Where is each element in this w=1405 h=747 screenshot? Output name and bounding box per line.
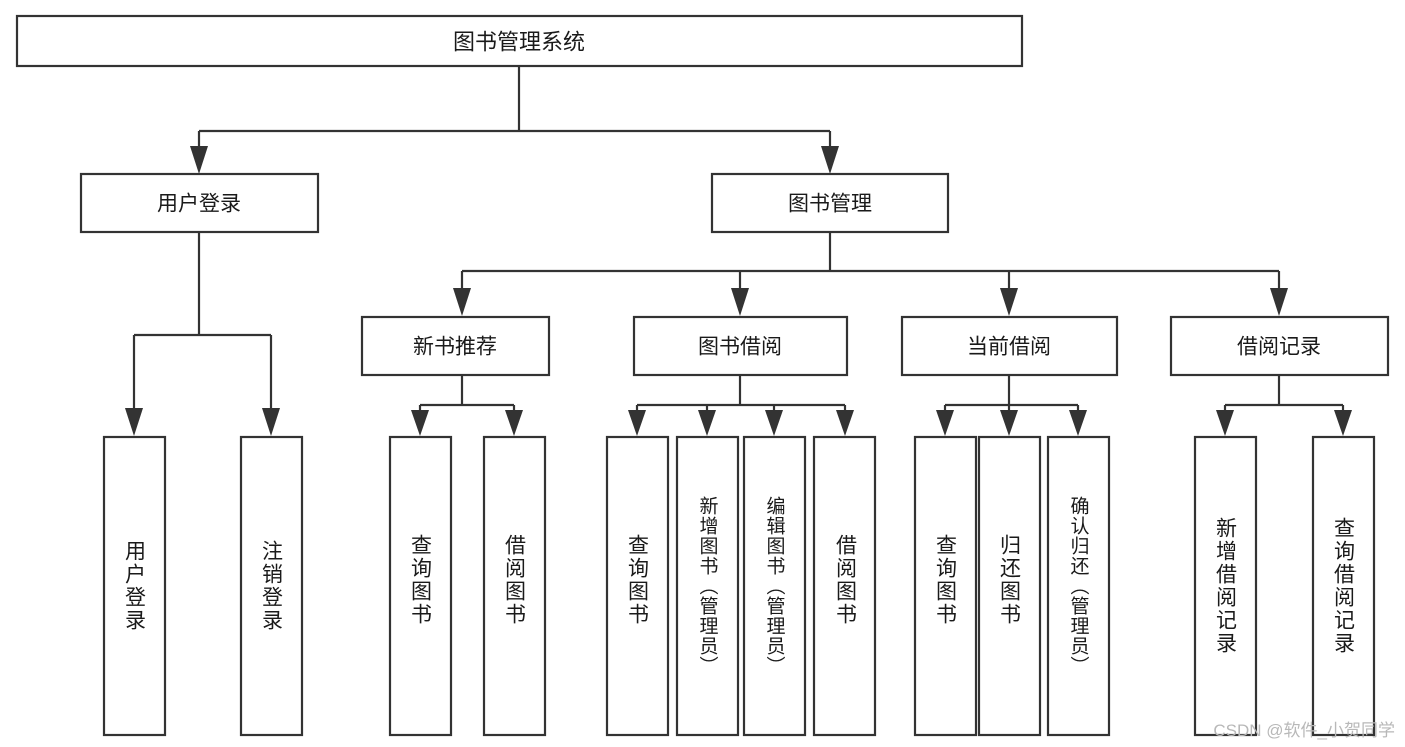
node-book-borrow-label: 图书借阅 — [698, 336, 782, 359]
node-book-borrow[interactable]: 图书借阅 — [632, 315, 849, 377]
node-book-borrow-box[interactable] — [632, 315, 849, 377]
arrow-head-leaf-add-borrow-record — [1216, 410, 1234, 436]
arrow-head-user-login — [190, 146, 208, 174]
node-leaf-borrow-book-2[interactable]: 借阅图书 — [812, 435, 877, 737]
arrow-head-leaf-query-book-2 — [628, 410, 646, 436]
node-leaf-return-book[interactable]: 归还图书 — [977, 435, 1042, 737]
arrow-head-leaf-logout-login — [262, 408, 280, 436]
node-leaf-add-book-admin-box[interactable] — [675, 435, 740, 737]
node-leaf-borrow-book-1-box[interactable] — [482, 435, 547, 737]
node-leaf-logout-login[interactable]: 注销登录 — [239, 435, 304, 737]
node-leaf-query-book-1-box[interactable] — [388, 435, 453, 737]
node-leaf-query-book-2[interactable]: 查询图书 — [605, 435, 670, 737]
node-leaf-user-login-box[interactable] — [102, 435, 167, 737]
arrow-head-leaf-borrow-book-1 — [505, 410, 523, 436]
node-user-login-box[interactable] — [79, 172, 320, 234]
node-leaf-query-book-3[interactable]: 查询图书 — [913, 435, 978, 737]
node-book-management-label: 图书管理 — [788, 193, 872, 216]
node-leaf-add-borrow-record-label: 新增借阅记录 — [1214, 517, 1238, 655]
node-book-management[interactable]: 图书管理 — [710, 172, 950, 234]
node-leaf-borrow-book-2-box[interactable] — [812, 435, 877, 737]
arrow-head-book-borrow — [731, 288, 749, 316]
node-leaf-add-borrow-record[interactable]: 新增借阅记录 — [1193, 435, 1258, 737]
node-leaf-edit-book-admin[interactable]: 编辑图书（管理员） — [742, 435, 807, 737]
arrow-head-leaf-return-book — [1000, 410, 1018, 436]
node-leaf-logout-login-label: 注销登录 — [260, 540, 284, 632]
node-leaf-confirm-return-admin-box[interactable] — [1046, 435, 1111, 737]
node-borrow-record-label: 借阅记录 — [1237, 336, 1321, 359]
node-leaf-borrow-book-1-label: 借阅图书 — [503, 534, 527, 626]
connector-group-borrow-record — [1216, 375, 1352, 436]
arrow-head-leaf-query-book-3 — [936, 410, 954, 436]
connector-group-book-management — [453, 232, 1288, 316]
node-root-box[interactable] — [15, 14, 1024, 68]
arrow-head-leaf-confirm-return-admin — [1069, 410, 1087, 436]
node-root[interactable]: 图书管理系统 — [15, 14, 1024, 68]
node-current-borrow-label: 当前借阅 — [967, 336, 1051, 359]
arrow-head-leaf-edit-book-admin — [765, 410, 783, 436]
node-user-login[interactable]: 用户登录 — [79, 172, 320, 234]
node-new-book-recommend-label: 新书推荐 — [413, 336, 497, 359]
node-leaf-edit-book-admin-box[interactable] — [742, 435, 807, 737]
arrow-head-leaf-query-book-1 — [411, 410, 429, 436]
node-leaf-query-book-1[interactable]: 查询图书 — [388, 435, 453, 737]
arrow-head-new-book-recommend — [453, 288, 471, 316]
arrow-head-leaf-user-login — [125, 408, 143, 436]
node-current-borrow-box[interactable] — [900, 315, 1119, 377]
node-leaf-query-book-1-label: 查询图书 — [409, 534, 433, 626]
connector-group-user-login — [125, 232, 280, 436]
node-leaf-user-login[interactable]: 用户登录 — [102, 435, 167, 737]
connector-group-book-borrow — [628, 375, 854, 436]
node-leaf-add-borrow-record-box[interactable] — [1193, 435, 1258, 737]
node-leaf-edit-book-admin-label: 编辑图书（管理员） — [764, 496, 786, 676]
arrow-head-book-management — [821, 146, 839, 174]
node-leaf-return-book-label: 归还图书 — [998, 534, 1022, 626]
node-leaf-borrow-book-2-label: 借阅图书 — [834, 534, 858, 626]
arrow-head-borrow-record — [1270, 288, 1288, 316]
node-leaf-borrow-book-1[interactable]: 借阅图书 — [482, 435, 547, 737]
arrow-head-current-borrow — [1000, 288, 1018, 316]
node-leaf-query-borrow-record[interactable]: 查询借阅记录 — [1311, 435, 1376, 737]
node-borrow-record-box[interactable] — [1169, 315, 1390, 377]
node-leaf-add-book-admin-label: 新增图书（管理员） — [697, 496, 719, 676]
connector-group-root — [190, 66, 839, 174]
node-leaf-add-book-admin[interactable]: 新增图书（管理员） — [675, 435, 740, 737]
arrow-head-leaf-borrow-book-2 — [836, 410, 854, 436]
node-leaf-logout-login-box[interactable] — [239, 435, 304, 737]
node-leaf-query-book-3-box[interactable] — [913, 435, 978, 737]
arrow-head-leaf-add-book-admin — [698, 410, 716, 436]
node-leaf-query-borrow-record-label: 查询借阅记录 — [1332, 517, 1356, 655]
node-borrow-record[interactable]: 借阅记录 — [1169, 315, 1390, 377]
node-leaf-user-login-label: 用户登录 — [123, 540, 147, 632]
node-leaf-query-borrow-record-box[interactable] — [1311, 435, 1376, 737]
connector-group-new-book-recommend — [411, 375, 523, 436]
arrow-head-leaf-query-borrow-record — [1334, 410, 1352, 436]
node-current-borrow[interactable]: 当前借阅 — [900, 315, 1119, 377]
node-leaf-confirm-return-admin-label: 确认归还（管理员） — [1068, 496, 1090, 676]
node-root-label: 图书管理系统 — [453, 30, 585, 55]
node-book-management-box[interactable] — [710, 172, 950, 234]
node-leaf-confirm-return-admin[interactable]: 确认归还（管理员） — [1046, 435, 1111, 737]
node-leaf-query-book-2-box[interactable] — [605, 435, 670, 737]
node-leaf-query-book-3-label: 查询图书 — [934, 534, 958, 626]
node-leaf-query-book-2-label: 查询图书 — [626, 534, 650, 626]
node-new-book-recommend-box[interactable] — [360, 315, 551, 377]
node-user-login-label: 用户登录 — [157, 193, 241, 216]
node-new-book-recommend[interactable]: 新书推荐 — [360, 315, 551, 377]
connector-group-current-borrow — [936, 375, 1087, 436]
node-leaf-return-book-box[interactable] — [977, 435, 1042, 737]
